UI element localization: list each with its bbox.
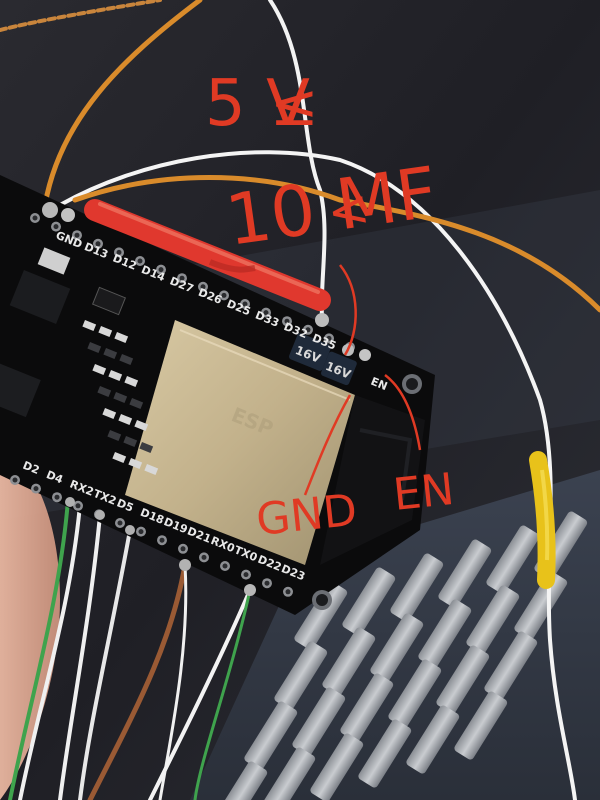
screwdriver-bit bbox=[244, 701, 298, 770]
en-label: EN bbox=[369, 375, 389, 393]
annotation-en: EN bbox=[391, 464, 457, 521]
yellow-heatshrink bbox=[529, 451, 556, 589]
screwdriver-bit bbox=[466, 585, 520, 654]
screwdriver-bit bbox=[358, 719, 412, 788]
screwdriver-bit bbox=[292, 687, 346, 756]
capacitor-left: 16V bbox=[288, 333, 332, 371]
esp32-module-shield: ESP bbox=[125, 320, 355, 565]
screwdriver-bit bbox=[262, 747, 316, 800]
screwdriver-bit bbox=[342, 567, 396, 636]
screwdriver-bit bbox=[322, 627, 376, 696]
pin-label: D2 bbox=[21, 459, 41, 477]
screwdriver-bit bbox=[340, 673, 394, 742]
annotation-lt-2: < bbox=[324, 179, 374, 242]
smd-components bbox=[82, 286, 159, 475]
usb-chip bbox=[0, 363, 41, 418]
pin-label: D4 bbox=[44, 468, 65, 486]
bottom-wires bbox=[8, 498, 252, 800]
screwdriver-bit bbox=[310, 733, 364, 800]
esp32-board: ESP 16V 16V EN GNDD13D12D14D27D26D25D33D… bbox=[0, 175, 435, 615]
screwdriver-bit bbox=[274, 641, 328, 710]
red-heatshrink bbox=[84, 199, 331, 311]
screwdriver-bit bbox=[390, 553, 444, 622]
screwdriver-bit-tray bbox=[190, 470, 600, 800]
screwdriver-bit bbox=[514, 571, 568, 640]
screwdriver-bit bbox=[454, 691, 508, 760]
annotation-lt-1: ≤ bbox=[270, 71, 319, 139]
screwdriver-bit bbox=[294, 581, 348, 650]
screwdriver-bit bbox=[214, 761, 268, 800]
screwdriver-bit bbox=[370, 613, 424, 682]
regulator-chip bbox=[9, 247, 71, 324]
screwdriver-bit bbox=[484, 631, 538, 700]
annotation-gnd: GND bbox=[254, 485, 360, 546]
screwdriver-bit bbox=[486, 525, 540, 594]
screwdriver-bit bbox=[436, 645, 490, 714]
screwdriver-bit bbox=[388, 659, 442, 728]
solder-joints bbox=[42, 202, 371, 596]
screwdriver-bit bbox=[406, 705, 460, 774]
annotation-voltage: 5 V bbox=[205, 67, 310, 141]
screwdriver-bit bbox=[438, 539, 492, 608]
screwdriver-bit bbox=[418, 599, 472, 668]
finger bbox=[0, 440, 60, 800]
pin-label: D5 bbox=[115, 496, 135, 514]
capacitor-right: 16V bbox=[321, 351, 357, 386]
